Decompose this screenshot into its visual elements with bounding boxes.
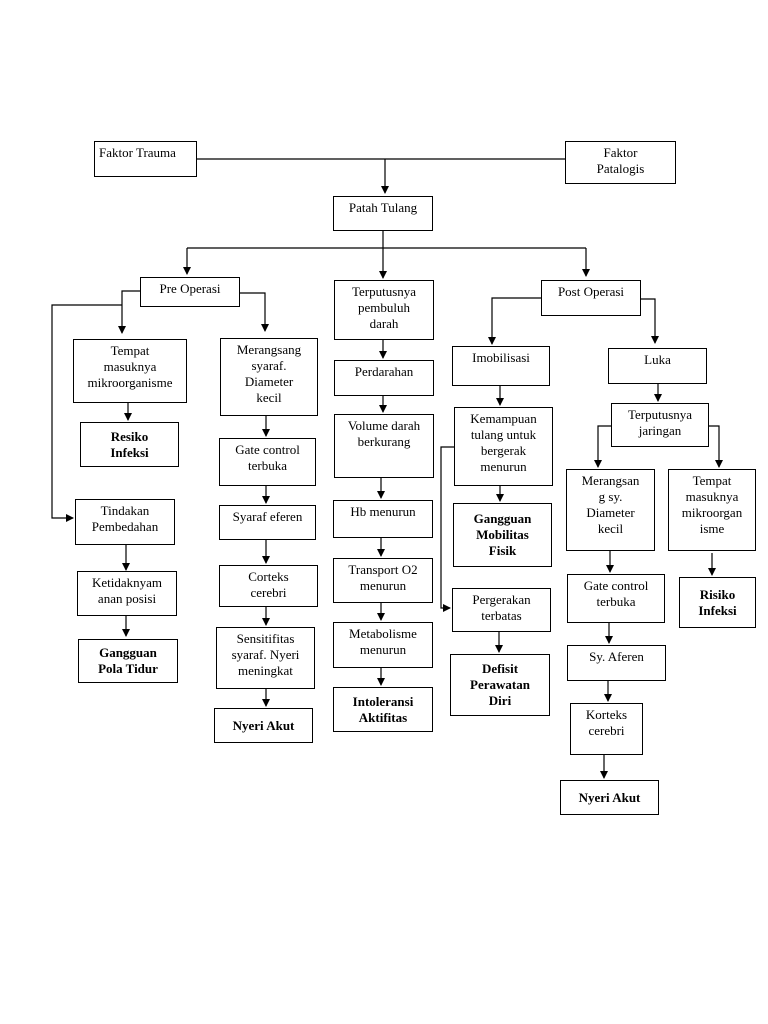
node-hb-menurun: Hb menurun — [333, 500, 433, 538]
node-perdarahan: Perdarahan — [334, 360, 434, 396]
node-gangguan-mobilitas: Gangguan Mobilitas Fisik — [453, 503, 552, 567]
node-patah-tulang: Patah Tulang — [333, 196, 433, 231]
node-intoleransi: Intoleransi Aktifitas — [333, 687, 433, 732]
connector-post-operasi-right — [640, 298, 659, 344]
node-sy-aferen: Sy. Aferen — [567, 645, 666, 681]
connector-pre-operasi-to-tindakan — [51, 304, 122, 522]
node-tempat-masuknya-1: Tempat masuknya mikroorganisme — [73, 339, 187, 403]
node-gangguan-pola-tidur: Gangguan Pola Tidur — [78, 639, 178, 683]
node-nyeri-akut-2: Nyeri Akut — [560, 780, 659, 815]
connector-jaringan-right — [709, 425, 723, 468]
connector-kemampuan-to-pergerakan — [440, 446, 454, 612]
node-terputusnya-pembuluh: Terputusnya pembuluh darah — [334, 280, 434, 340]
node-merangsang-2: Merangsan g sy. Diameter kecil — [566, 469, 655, 551]
connector-jaringan-left — [594, 425, 611, 468]
node-gate-control-1: Gate control terbuka — [219, 438, 316, 486]
connector-pre-operasi-right — [240, 292, 269, 332]
node-faktor-patalogis: Faktor Patalogis — [565, 141, 676, 184]
node-tindakan-pembedahan: Tindakan Pembedahan — [75, 499, 175, 545]
node-volume-darah: Volume darah berkurang — [334, 414, 434, 478]
node-transport-o2: Transport O2 menurun — [333, 558, 433, 603]
node-merangsang-1: Merangsang syaraf. Diameter kecil — [220, 338, 318, 416]
node-gate-control-2: Gate control terbuka — [567, 574, 665, 623]
connector-post-operasi-left — [488, 297, 541, 345]
node-sensitifitas: Sensitifitas syaraf. Nyeri meningkat — [216, 627, 315, 689]
node-faktor-trauma: Faktor Trauma — [94, 141, 197, 177]
node-korteks-2: Korteks cerebri — [570, 703, 643, 755]
node-metabolisme: Metabolisme menurun — [333, 622, 433, 668]
connector-pre-operasi-left — [118, 290, 140, 334]
node-defisit: Defisit Perawatan Diri — [450, 654, 550, 716]
node-risiko-infeksi: Risiko Infeksi — [679, 577, 756, 628]
node-resiko-infeksi: Resiko Infeksi — [80, 422, 179, 467]
node-pergerakan: Pergerakan terbatas — [452, 588, 551, 632]
node-tempat-masuknya-2: Tempat masuknya mikroorgan isme — [668, 469, 756, 551]
node-syaraf-eferen: Syaraf eferen — [219, 505, 316, 540]
node-luka: Luka — [608, 348, 707, 384]
node-imobilisasi: Imobilisasi — [452, 346, 550, 386]
node-kemampuan-tulang: Kemampuan tulang untuk bergerak menurun — [454, 407, 553, 486]
node-post-operasi: Post Operasi — [541, 280, 641, 316]
node-pre-operasi: Pre Operasi — [140, 277, 240, 307]
node-ketidaknyamanan: Ketidaknyam anan posisi — [77, 571, 177, 616]
node-nyeri-akut-1: Nyeri Akut — [214, 708, 313, 743]
node-korteks-1: Corteks cerebri — [219, 565, 318, 607]
node-terputusnya-jaringan: Terputusnya jaringan — [611, 403, 709, 447]
